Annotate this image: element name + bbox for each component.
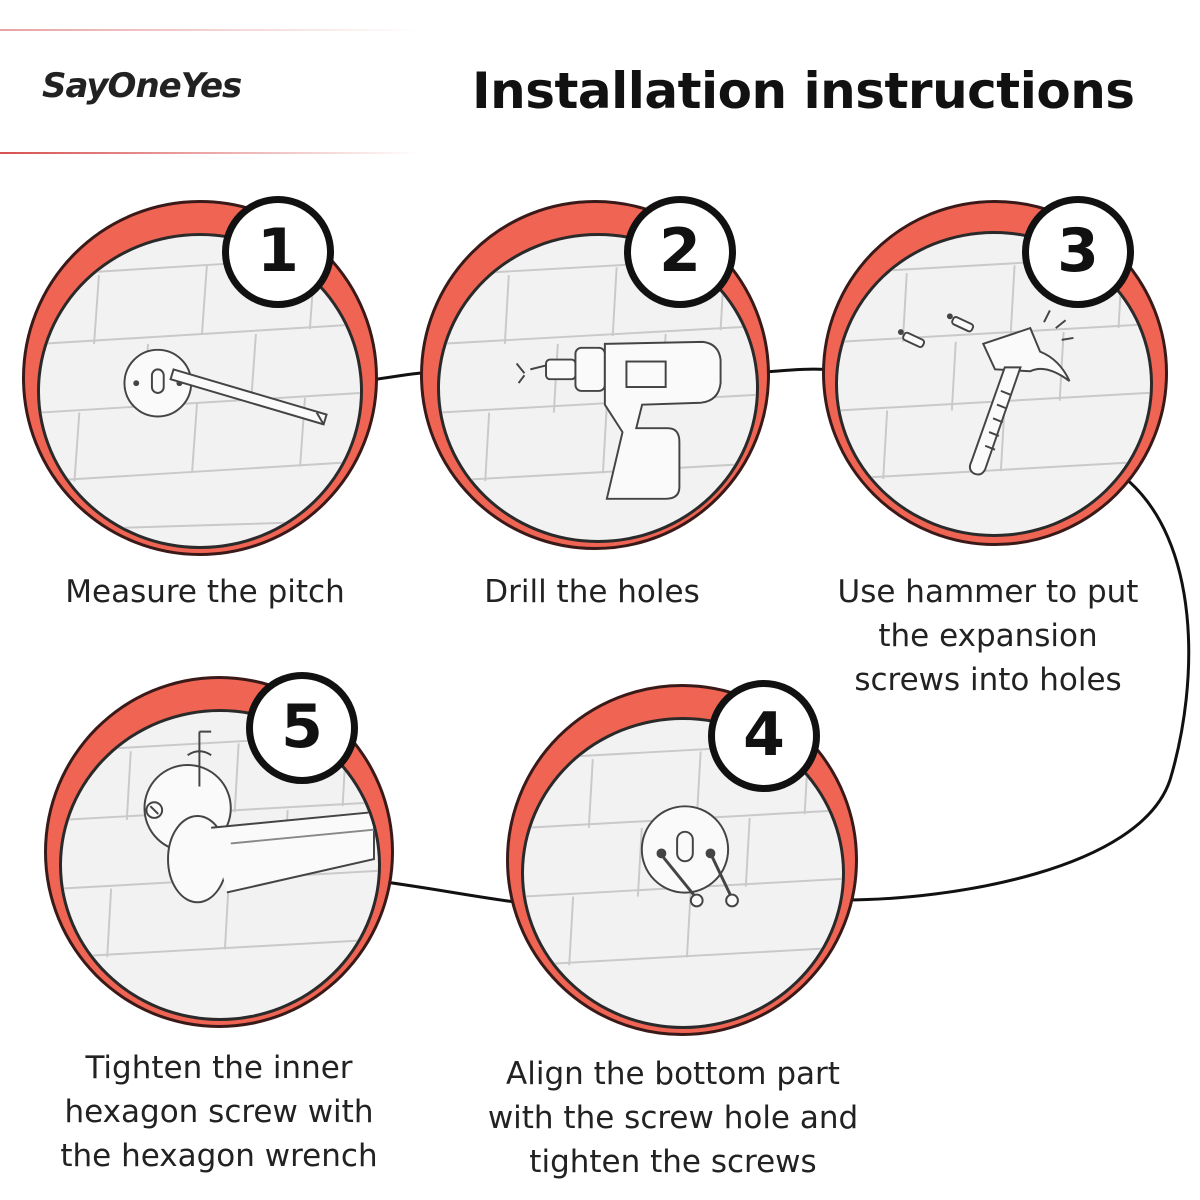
header-divider-top [0, 29, 420, 31]
step-4-number-badge: 4 [708, 680, 820, 792]
header-divider-bottom [0, 152, 420, 154]
step-5-caption: Tighten the inner hexagon screw with the… [60, 1050, 378, 1174]
expansion-screws [902, 316, 975, 349]
brand-logo: SayOneYes [42, 66, 242, 106]
step-4-circle [506, 684, 858, 1036]
step-5-number-badge: 5 [246, 672, 358, 784]
screw-plate-icon [524, 740, 842, 967]
step-1-caption: Measure the pitch [65, 574, 345, 610]
page-title: Installation instructions [472, 62, 1135, 120]
power-drill-icon [440, 256, 756, 500]
hammer-icon [838, 254, 1150, 481]
step-2-number-badge: 2 [624, 196, 736, 308]
page-header: SayOneYes Installation instructions [0, 0, 1200, 170]
step-3-caption: Use hammer to put the expansion screws i… [837, 574, 1139, 698]
hex-wrench-icon [62, 730, 378, 959]
step-5-circle [44, 676, 394, 1028]
step-2-caption: Drill the holes [484, 574, 700, 610]
step-1-number-badge: 1 [222, 196, 334, 308]
measuring-ruler-icon [40, 254, 360, 532]
step-3-number-badge: 3 [1022, 196, 1134, 308]
step-4-caption: Align the bottom part with the screw hol… [487, 1056, 859, 1180]
